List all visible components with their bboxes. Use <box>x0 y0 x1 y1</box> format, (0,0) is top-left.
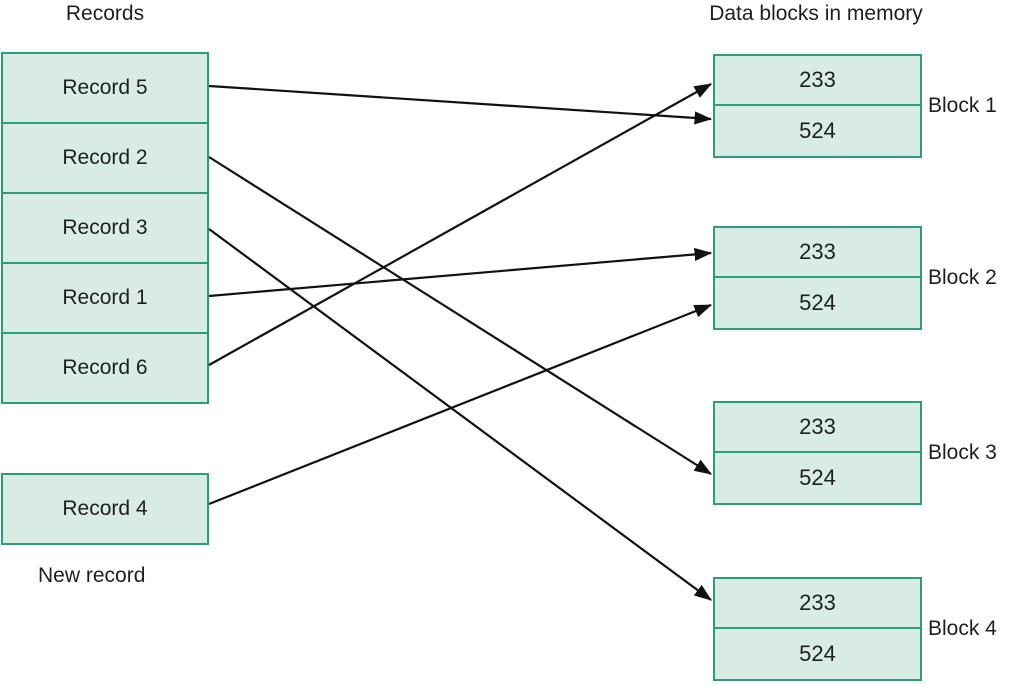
memory-block-1: 233 524 Block 1 <box>713 54 997 158</box>
block-cell: 524 <box>799 290 836 315</box>
block-cell: 524 <box>799 465 836 490</box>
record-stack: Record 5 Record 2 Record 3 Record 1 Reco… <box>1 52 209 404</box>
block-cell: 233 <box>715 403 920 453</box>
record-cell: Record 3 <box>1 192 209 264</box>
new-record-cell: Record 4 <box>1 473 209 545</box>
record-cell: Record 1 <box>1 262 209 334</box>
memory-block-2: 233 524 Block 2 <box>713 226 997 330</box>
record-cell: Record 5 <box>1 52 209 124</box>
record-cell: Record 6 <box>1 332 209 404</box>
connection-arrow <box>208 247 713 298</box>
new-record-caption: New record <box>38 564 146 587</box>
block-cell: 233 <box>715 228 920 278</box>
connection-arrow <box>208 156 712 475</box>
memory-block-3: 233 524 Block 3 <box>713 401 997 505</box>
data-blocks-column-title: Data blocks in memory <box>709 2 923 25</box>
connection-arrow <box>208 228 712 601</box>
block-label: Block 1 <box>928 94 997 117</box>
block-label: Block 4 <box>928 617 997 640</box>
block-cell: 524 <box>799 118 836 143</box>
connection-arrow <box>208 84 713 125</box>
record-cell: Record 2 <box>1 122 209 194</box>
block-label: Block 2 <box>928 266 997 289</box>
block-cell: 233 <box>715 579 920 629</box>
block-label: Block 3 <box>928 441 997 464</box>
memory-block-4: 233 524 Block 4 <box>713 577 997 681</box>
connection-arrow <box>208 303 713 506</box>
connection-arrow <box>208 83 712 366</box>
block-cell: 524 <box>799 641 836 666</box>
records-column-title: Records <box>65 2 145 25</box>
block-cell: 233 <box>715 56 920 106</box>
